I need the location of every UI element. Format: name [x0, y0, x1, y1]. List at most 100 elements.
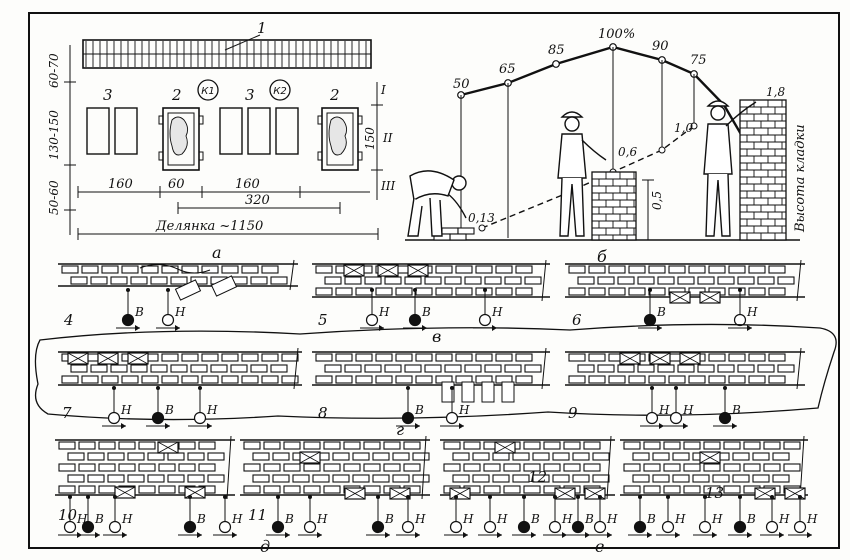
brick — [344, 364, 362, 373]
brick — [210, 364, 228, 373]
brick — [323, 485, 341, 494]
brick — [532, 474, 550, 483]
brick — [375, 287, 393, 296]
brick — [101, 375, 119, 384]
brick — [147, 452, 165, 461]
reach-point — [166, 288, 170, 292]
label-n: Н — [496, 512, 508, 526]
brick — [315, 287, 333, 296]
label-n: Н — [414, 512, 426, 526]
brick — [352, 474, 370, 483]
reach-point — [703, 495, 707, 499]
brick — [643, 463, 661, 472]
brick — [252, 474, 270, 483]
brick — [127, 474, 145, 483]
brick — [648, 265, 666, 274]
scheme-7: 7 — [62, 404, 72, 422]
brick — [712, 474, 730, 483]
brick — [78, 441, 96, 450]
reach-point — [68, 495, 72, 499]
brick — [472, 474, 490, 483]
worker-standing — [557, 111, 607, 237]
brick — [688, 375, 706, 384]
brick — [452, 474, 470, 483]
brick — [463, 463, 481, 472]
pallet — [210, 275, 238, 297]
brick — [272, 474, 290, 483]
pallet-vertical — [481, 381, 495, 403]
brick — [444, 364, 462, 373]
brick — [67, 474, 85, 483]
worker-mason-icon — [633, 520, 647, 534]
arrow-head — [121, 423, 126, 429]
h-10: 1,0 — [674, 121, 693, 135]
brick — [523, 463, 541, 472]
brick — [623, 485, 641, 494]
brick — [243, 463, 261, 472]
brick — [657, 276, 675, 285]
worker-helper-icon — [698, 520, 712, 534]
brick — [198, 463, 216, 472]
container-k2-label: К2 — [273, 86, 286, 97]
break-mark — [796, 347, 802, 390]
pallet-cross — [669, 291, 691, 304]
arrow-head — [779, 532, 784, 538]
brick — [404, 364, 422, 373]
pallet-cross — [699, 451, 721, 464]
arrow-head — [659, 423, 664, 429]
letter-v: в — [432, 327, 441, 346]
label-n: Н — [458, 403, 470, 417]
label-v: В — [746, 512, 756, 526]
brick — [592, 452, 610, 461]
worker-mason-icon — [183, 520, 197, 534]
brick — [672, 474, 690, 483]
brick — [281, 375, 299, 384]
brick — [392, 452, 410, 461]
brick — [315, 353, 333, 362]
brick — [384, 364, 402, 373]
scheme-12: 12 — [528, 468, 547, 486]
brick — [657, 364, 675, 373]
brick — [583, 441, 601, 450]
arrow-head — [415, 423, 420, 429]
brick — [732, 452, 750, 461]
pallet-cross — [343, 264, 365, 277]
worker-helper-icon — [645, 411, 659, 425]
label-n: Н — [378, 305, 390, 319]
brick — [628, 265, 646, 274]
brick — [608, 375, 626, 384]
brick — [281, 353, 299, 362]
brick — [243, 441, 261, 450]
brick — [272, 452, 290, 461]
arrow-head — [385, 532, 390, 538]
worker-mason-icon — [733, 520, 747, 534]
reach-point — [198, 386, 202, 390]
brick — [303, 441, 321, 450]
arrow-head — [683, 423, 688, 429]
brick — [623, 463, 641, 472]
brick — [523, 441, 541, 450]
brick — [628, 287, 646, 296]
brick — [127, 452, 145, 461]
worker-mason-icon — [271, 520, 285, 534]
letter-b: б — [597, 247, 607, 266]
brick — [723, 441, 741, 450]
worker-mason-icon — [121, 313, 135, 327]
label-v: В — [196, 512, 206, 526]
reach-point — [598, 495, 602, 499]
wall-hatch — [83, 41, 371, 67]
brick — [464, 276, 482, 285]
pallet-cross — [127, 352, 149, 365]
brick — [412, 474, 430, 483]
worker-helper-icon — [548, 520, 562, 534]
brick — [181, 375, 199, 384]
zone-iii: III — [380, 179, 395, 193]
brick — [81, 375, 99, 384]
brick — [141, 265, 159, 274]
arrow-head — [459, 423, 464, 429]
brick — [241, 353, 259, 362]
width-160b: 160 — [235, 177, 260, 192]
brick — [150, 364, 168, 373]
reach-point — [738, 495, 742, 499]
brick — [167, 452, 185, 461]
